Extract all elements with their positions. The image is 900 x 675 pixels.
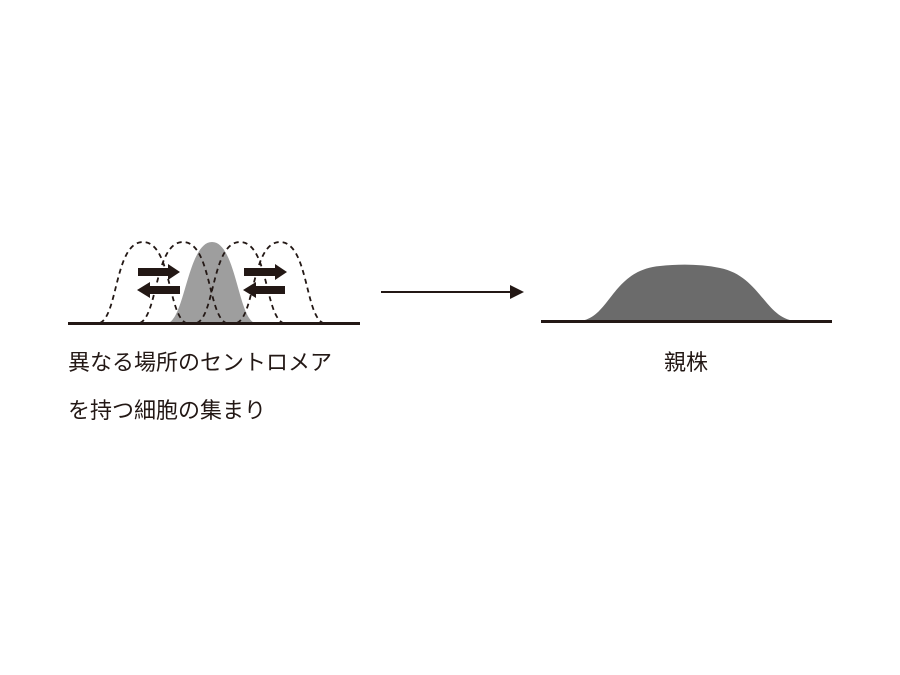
dashed-curve-4 <box>236 241 324 324</box>
left-caption-line2: を持つ細胞の集まり <box>68 399 267 424</box>
left-population-figure <box>68 241 360 325</box>
parent-strain-figure <box>541 264 832 323</box>
transition-arrow <box>381 285 524 299</box>
central-centromere-peak <box>168 242 255 323</box>
right-caption: 親株 <box>664 351 709 376</box>
left-arrow-icon <box>243 282 285 298</box>
parent-strain-hill <box>580 264 795 321</box>
right-arrow-icon <box>244 264 287 280</box>
arrowhead-icon <box>510 285 524 299</box>
dashed-curve-1 <box>99 241 187 324</box>
left-arrow-icon <box>137 282 180 298</box>
right-arrow-icon <box>138 264 180 280</box>
left-caption-line1: 異なる場所のセントロメア <box>68 351 333 376</box>
